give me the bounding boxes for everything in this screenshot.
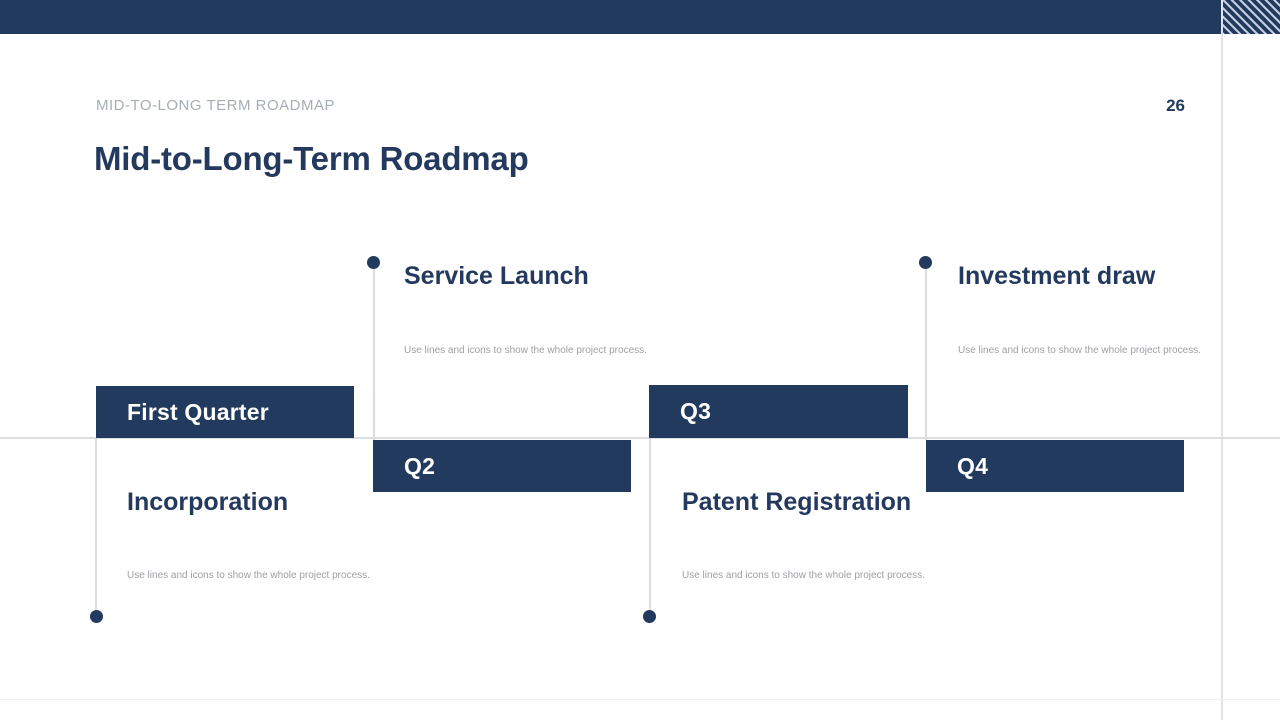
timeline-connector <box>95 438 97 616</box>
page-title: Mid-to-Long-Term Roadmap <box>94 140 529 177</box>
timeline-connector <box>925 262 927 440</box>
timeline-dot <box>367 256 380 269</box>
bottom-rule <box>0 699 1280 700</box>
milestone-title: Incorporation <box>127 488 289 516</box>
page-number: 26 <box>1166 96 1185 115</box>
milestone-description: Use lines and icons to show the whole pr… <box>404 345 647 356</box>
timeline-axis <box>0 437 1280 439</box>
milestone-description: Use lines and icons to show the whole pr… <box>127 570 370 581</box>
timeline-connector <box>373 262 375 440</box>
slide-eyebrow: MID-TO-LONG TERM ROADMAP <box>96 97 335 114</box>
milestone-description: Use lines and icons to show the whole pr… <box>682 570 925 581</box>
right-vertical-rule <box>1221 0 1223 720</box>
timeline-dot <box>643 610 656 623</box>
quarter-label: First Quarter <box>127 398 269 425</box>
milestone-description: Use lines and icons to show the whole pr… <box>958 345 1201 356</box>
timeline-connector <box>649 438 651 616</box>
top-bar <box>0 0 1280 34</box>
quarter-label: Q3 <box>680 398 712 424</box>
milestone-title: Patent Registration <box>682 488 912 516</box>
quarter-box: Q2 <box>373 440 631 492</box>
milestone-title: Investment draw <box>958 262 1156 290</box>
quarter-label: Q4 <box>957 452 989 479</box>
diagonal-stripes-decoration <box>1222 0 1280 34</box>
quarter-box: Q3 <box>649 385 908 438</box>
quarter-box: Q4 <box>926 440 1184 492</box>
quarter-label: Q2 <box>404 452 436 479</box>
timeline-dot <box>919 256 932 269</box>
quarter-box: First Quarter <box>96 386 354 438</box>
timeline-dot <box>90 610 103 623</box>
milestone-title: Service Launch <box>404 262 589 290</box>
